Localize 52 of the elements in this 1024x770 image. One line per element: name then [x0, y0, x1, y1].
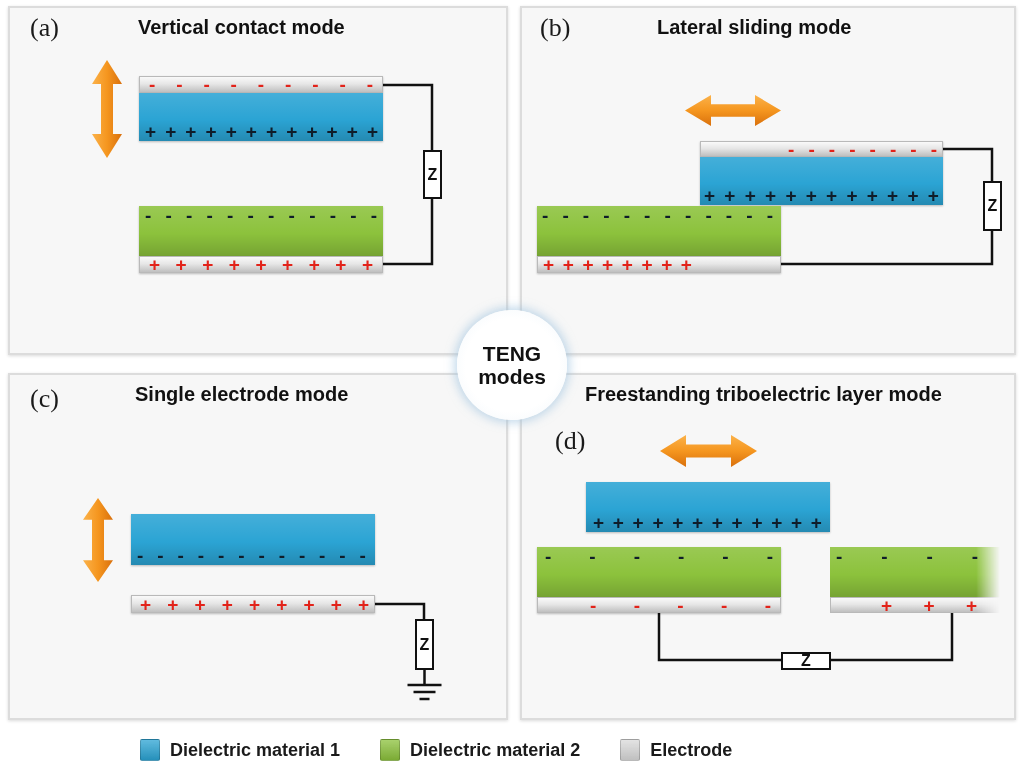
- wire: [383, 199, 434, 266]
- charge-signs: + + + + + + + + +: [149, 257, 373, 272]
- dielectric-layer: [586, 482, 830, 532]
- panel-title: Vertical contact mode: [138, 17, 345, 37]
- load-resistor: Z: [423, 150, 442, 199]
- electrode-layer: [537, 256, 781, 273]
- charge-signs: - - - - - - - - - - - -: [137, 548, 366, 563]
- electrode-layer: [131, 595, 375, 613]
- dielectric-layer: [537, 206, 781, 256]
- electrode-layer: [139, 256, 383, 273]
- charge-signs: + + + + + + + +: [543, 257, 692, 272]
- charge-signs: + + + + + + + + + + + +: [593, 515, 822, 530]
- electrode-layer: [830, 597, 1000, 613]
- wire: [831, 613, 954, 662]
- panel-letter: (c): [30, 386, 59, 412]
- dielectric-layer: [131, 514, 375, 565]
- panel-title: Freestanding triboelectric layer mode: [585, 384, 942, 404]
- load-resistor: Z: [983, 181, 1002, 231]
- charge-signs: + + + + + + + + + + + +: [704, 188, 939, 203]
- charge-signs: - - - -: [836, 549, 978, 564]
- charge-signs: + + + + + + + + +: [140, 597, 369, 612]
- dielectric-layer: [537, 547, 781, 597]
- charge-signs: - - - - - -: [545, 549, 773, 564]
- charge-signs: + + +: [881, 598, 977, 613]
- electrode-layer: [700, 141, 943, 157]
- wire: [375, 602, 426, 619]
- legend-label: Electrode: [650, 741, 733, 759]
- wire: [657, 613, 781, 662]
- load-resistor: Z: [781, 652, 831, 670]
- charge-signs: - - - - - - - - - - - -: [542, 208, 773, 223]
- panel-title: Lateral sliding mode: [657, 17, 852, 37]
- dielectric-layer: [700, 157, 943, 205]
- charge-signs: + + + + + + + + + + + +: [145, 124, 378, 139]
- electrode-layer: [537, 597, 781, 613]
- charge-signs: - - - - - - - - - - - -: [145, 208, 377, 223]
- charge-signs: - - - - - - - -: [788, 142, 937, 157]
- wire: [943, 147, 994, 181]
- panel-letter: (b): [540, 15, 571, 41]
- wire: [781, 231, 994, 266]
- electrode-layer: [139, 76, 383, 93]
- panel-title: Single electrode mode: [135, 384, 349, 404]
- panel-letter: (a): [30, 15, 59, 41]
- charge-signs: - - - - -: [590, 598, 771, 613]
- charge-signs: - - - - - - - - -: [149, 77, 373, 92]
- panel-letter: (d): [555, 428, 586, 454]
- dielectric-layer: [139, 93, 383, 141]
- dielectric-layer: [139, 206, 383, 256]
- load-resistor: Z: [415, 619, 434, 670]
- dielectric-layer: [830, 547, 1000, 597]
- legend-label: Dielectric material 2: [410, 741, 581, 759]
- legend-label: Dielectric material 1: [170, 741, 341, 759]
- wire: [383, 83, 434, 150]
